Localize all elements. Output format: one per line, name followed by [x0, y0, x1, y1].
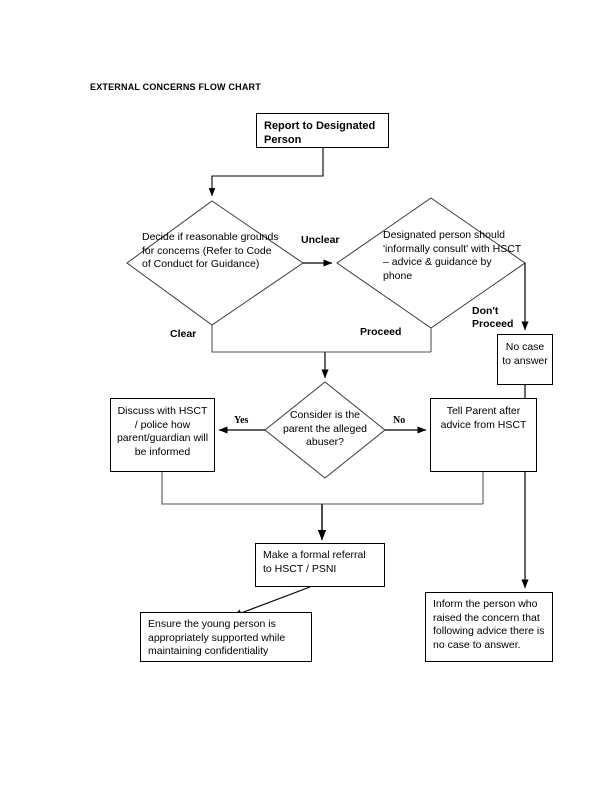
node-ensure-support-label: Ensure the young person is appropriately… — [148, 618, 286, 657]
node-no-case-label: No case to answer — [502, 341, 548, 367]
node-ensure-young-person-supported[interactable]: Ensure the young person is appropriately… — [140, 612, 312, 662]
edge-label-yes: Yes — [234, 415, 249, 426]
node-discuss-with-hsct[interactable]: Discuss with HSCT / police how parent/gu… — [110, 398, 215, 472]
edge-label-dont-proceed: Don't Proceed — [472, 305, 514, 330]
connector-clear-branch — [211, 325, 431, 353]
node-no-case-to-answer[interactable]: No case to answer — [497, 334, 553, 385]
edge-label-no: No — [393, 415, 406, 426]
node-decide-grounds-label: Decide if reasonable grounds for concern… — [142, 231, 279, 270]
node-inform-person-label: Inform the person who raised the concern… — [433, 598, 545, 651]
connector-report-to-decide — [208, 147, 324, 197]
node-formal-referral-label: Make a formal referral to HSCT / PSNI — [263, 549, 366, 575]
node-make-formal-referral[interactable]: Make a formal referral to HSCT / PSNI — [255, 543, 385, 587]
node-report-label: Report to Designated Person — [264, 120, 376, 146]
decision-consider-shape — [264, 381, 386, 479]
node-tell-parent[interactable]: Tell Parent after advice from HSCT — [430, 398, 537, 472]
node-consider-parent-abuser-label: Consider is the parent the alleged abuse… — [282, 409, 368, 448]
node-inform-person-who-raised-concern[interactable]: Inform the person who raised the concern… — [425, 592, 553, 662]
connector-discuss-down — [161, 472, 483, 505]
node-informal-consult-label: Designated person should 'informally con… — [383, 229, 522, 282]
node-discuss-label: Discuss with HSCT / police how parent/gu… — [116, 405, 209, 458]
node-tell-parent-label: Tell Parent after advice from HSCT — [440, 405, 527, 431]
node-report-to-designated-person[interactable]: Report to Designated Person — [256, 113, 389, 148]
connector-formal-referral-to-ensure-support — [232, 586, 311, 617]
page-title: EXTERNAL CONCERNS FLOW CHART — [90, 82, 261, 92]
edge-label-proceed: Proceed — [360, 326, 402, 338]
edge-label-unclear: Unclear — [301, 234, 340, 246]
edge-label-clear: Clear — [170, 328, 197, 340]
